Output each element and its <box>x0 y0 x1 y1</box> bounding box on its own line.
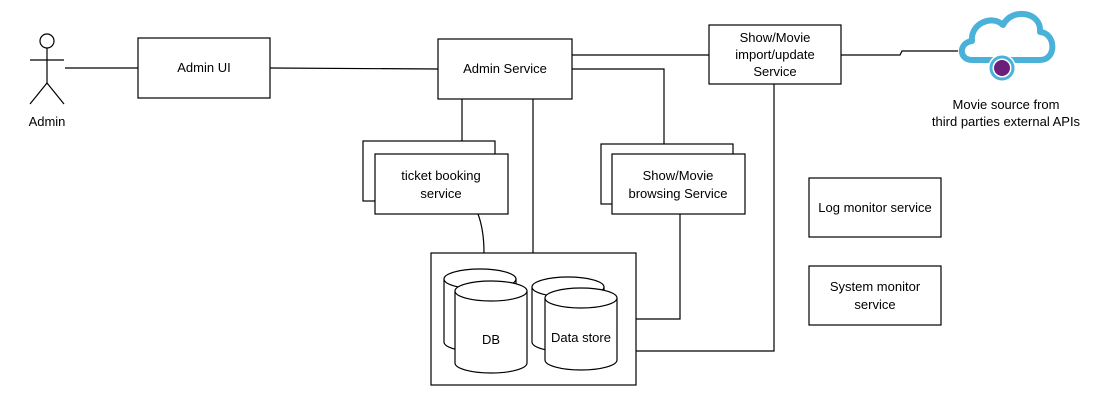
ticket-booking-label-line-1: ticket booking <box>401 168 481 183</box>
import-service-label-line-1: Show/Movie <box>740 30 811 45</box>
admin-actor: Admin <box>29 33 66 129</box>
edge-browsing-to-datastore <box>636 214 681 320</box>
import-service-label-line-3: Service <box>753 64 796 79</box>
browsing-service-node: Show/Movie browsing Service <box>600 143 746 215</box>
stick-figure-icon <box>29 33 65 105</box>
edge-admin-service-to-browsing <box>572 68 665 144</box>
admin-actor-label: Admin <box>29 114 66 129</box>
browsing-label-line-1: Show/Movie <box>643 168 714 183</box>
system-monitor-node: System monitor service <box>808 265 942 326</box>
data-store-cylinder: Data store <box>544 287 618 371</box>
system-monitor-label-line-1: System monitor <box>830 279 921 294</box>
log-monitor-node: Log monitor service <box>808 177 942 238</box>
admin-service-label: Admin Service <box>463 61 547 76</box>
admin-service-node: Admin Service <box>437 38 573 100</box>
admin-ui-label: Admin UI <box>177 60 230 75</box>
movie-source-label-line-2: third parties external APIs <box>932 114 1081 129</box>
import-service-node: Show/Movie import/update Service <box>708 24 842 85</box>
db-label: DB <box>482 332 500 347</box>
ticket-booking-node: ticket booking service <box>362 140 509 215</box>
edge-admin-ui-to-admin-service <box>269 67 439 70</box>
admin-ui-node: Admin UI <box>137 37 271 99</box>
db-cylinder: DB <box>454 280 528 374</box>
system-monitor-label-line-2: service <box>854 297 895 312</box>
browsing-label-line-2: browsing Service <box>629 186 728 201</box>
movie-source-label-line-1: Movie source from <box>953 97 1060 112</box>
storage-container: DB Data store <box>430 252 637 386</box>
data-store-label: Data store <box>551 330 611 345</box>
movie-source-node: Movie source from third parties external… <box>932 10 1081 129</box>
ticket-booking-label-line-2: service <box>420 186 461 201</box>
connectors <box>65 50 958 352</box>
cloud-icon <box>958 10 1056 82</box>
edge-import-service-to-cloud <box>841 50 958 56</box>
edge-import-service-to-datastore <box>636 84 775 352</box>
edge-ticket-booking-to-db <box>477 213 485 254</box>
import-service-label-line-2: import/update <box>735 47 815 62</box>
log-monitor-label: Log monitor service <box>818 200 931 215</box>
